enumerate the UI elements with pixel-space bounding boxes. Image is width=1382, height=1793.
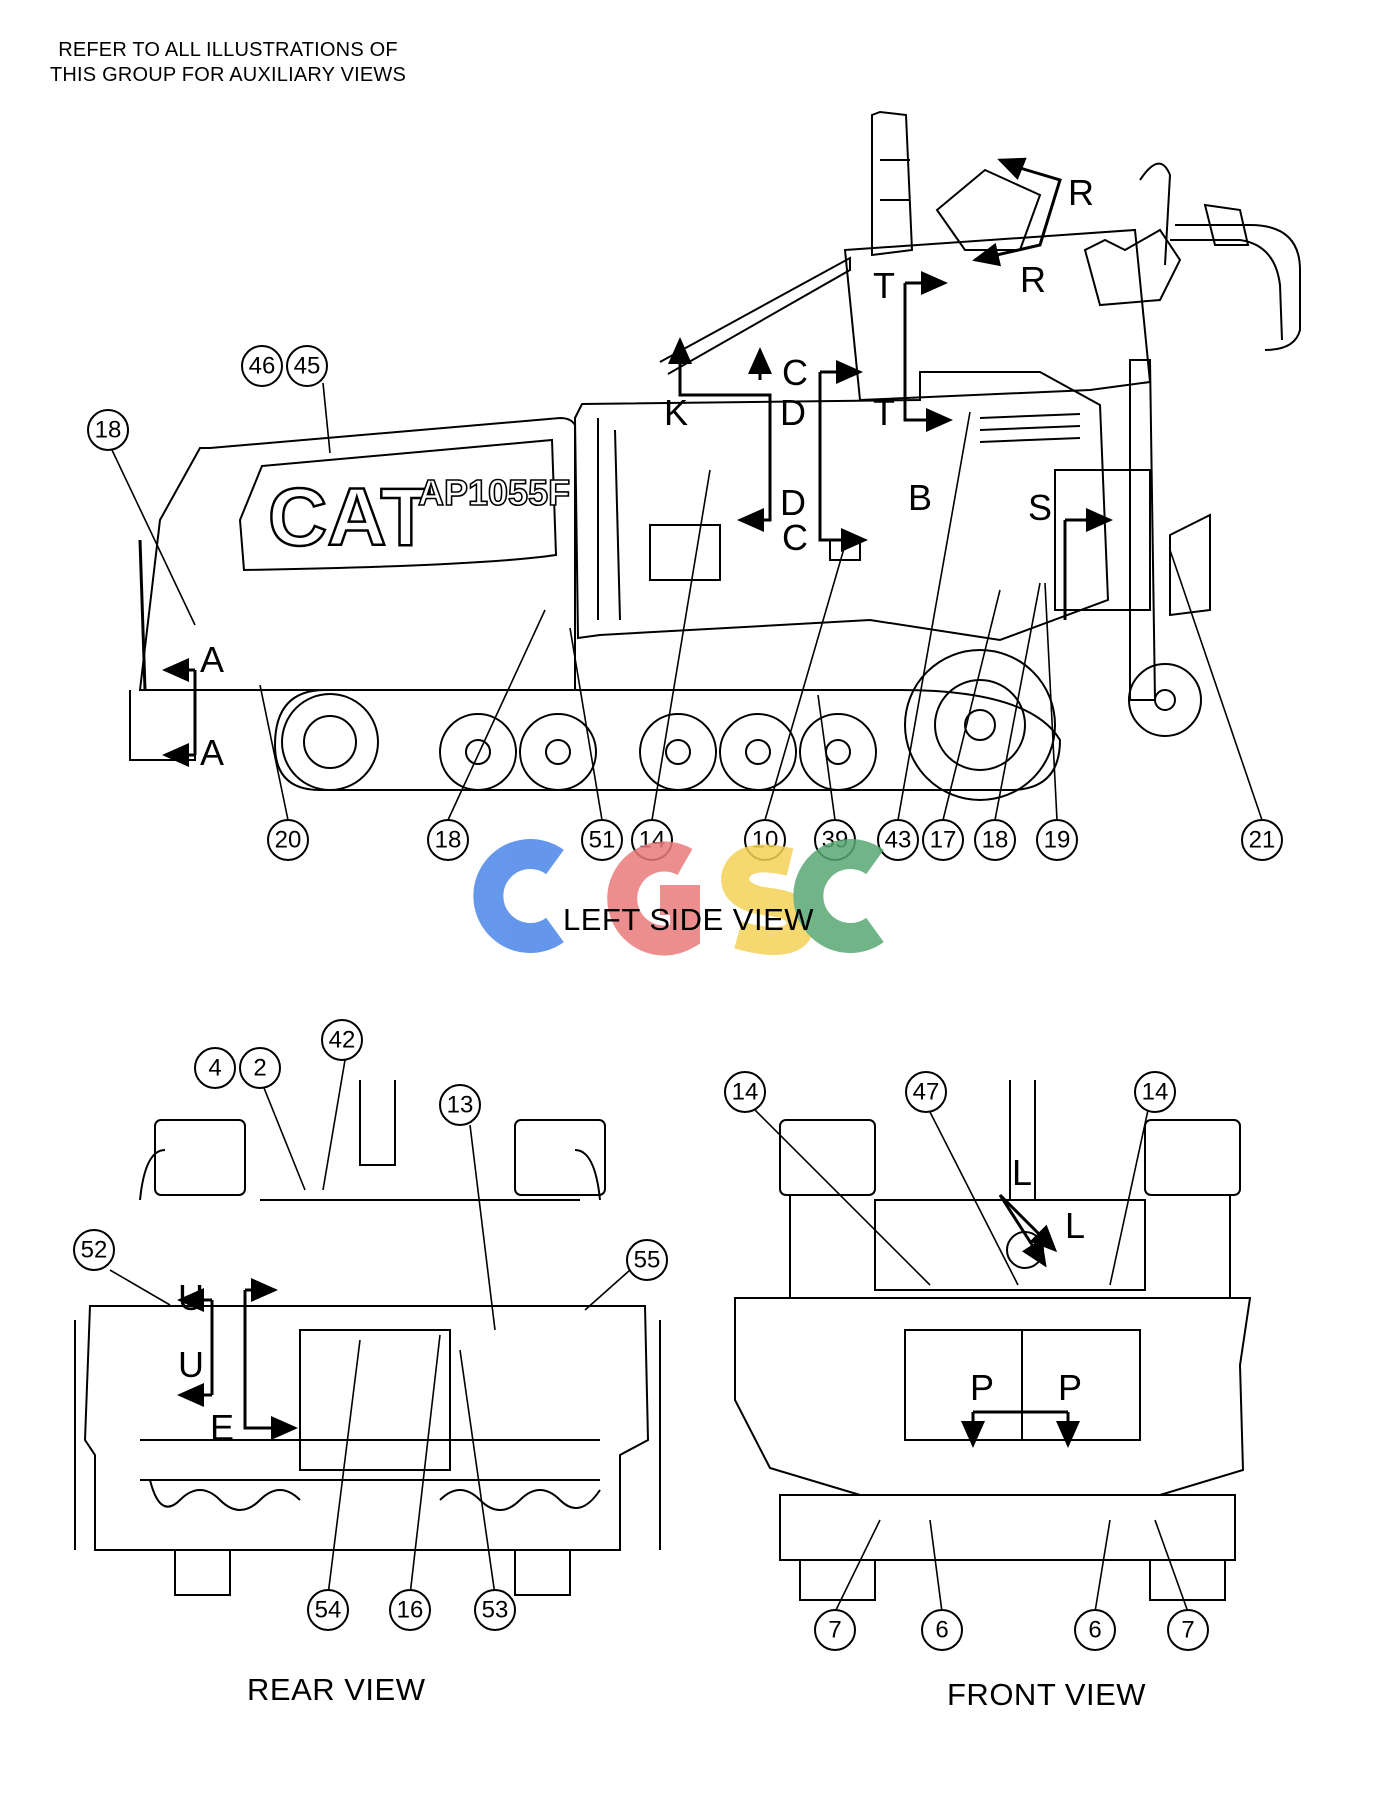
callout-number: 43 (885, 827, 912, 854)
section-marker-s: S (1028, 487, 1052, 528)
model-decal-text: AP1055F (418, 472, 570, 513)
rear-leader-lines (109, 1059, 631, 1596)
section-marker-a: A (200, 639, 224, 680)
callout-number: 20 (275, 827, 302, 854)
section-marker-e: E (210, 1407, 234, 1448)
callout-number: 21 (1249, 827, 1276, 854)
canopy-post (871, 110, 914, 257)
section-marker-c: C (782, 517, 808, 558)
watermark-logo (473, 839, 884, 956)
section-marker-a: A (200, 732, 224, 773)
callout-number: 45 (294, 353, 321, 380)
section-marker-d: D (780, 482, 806, 523)
front-idler (281, 693, 379, 791)
callout-number: 2 (253, 1055, 266, 1082)
auxiliary-views-note: REFER TO ALL ILLUSTRATIONS OF THIS GROUP… (28, 38, 428, 88)
note-line-1: REFER TO ALL ILLUSTRATIONS OF (58, 39, 398, 61)
section-marker-t: T (873, 265, 895, 306)
section-marker-l: L (1065, 1205, 1085, 1246)
callout-number: 18 (982, 827, 1009, 854)
section-marker-t: T (873, 392, 895, 433)
callout-number: 14 (732, 1079, 759, 1106)
brand-decal: CAT AP1055F (267, 471, 571, 565)
section-marker-c: C (782, 352, 808, 393)
section-marker-r: R (1020, 259, 1046, 300)
callout-number: 19 (1044, 827, 1071, 854)
brand-logo-text: CAT (268, 472, 430, 563)
front-view-drawing (734, 1080, 1252, 1601)
callout-number: 53 (482, 1597, 509, 1624)
callout-number: 18 (95, 417, 122, 444)
front-callout-numbers: 14 47 14 7 6 6 7 (732, 1079, 1195, 1644)
rear-view-drawing (74, 1080, 661, 1596)
section-marker-u: U (178, 1277, 204, 1318)
front-leader-lines (754, 1109, 1189, 1613)
rear-section-markers: U U E (178, 1277, 234, 1448)
callout-number: 18 (435, 827, 462, 854)
callout-number: 47 (913, 1079, 940, 1106)
crawler-track (273, 689, 1062, 791)
section-marker-k: K (664, 392, 688, 433)
front-section-markers: L L P P (970, 1152, 1085, 1408)
callout-number: 6 (1088, 1617, 1101, 1644)
section-marker-d: D (780, 392, 806, 433)
callout-number: 46 (249, 353, 276, 380)
front-callouts (724, 1071, 1209, 1651)
operator-seat (1083, 228, 1182, 307)
callout-number: 42 (329, 1027, 356, 1054)
left-side-leader-lines (111, 382, 1263, 821)
hopper-outline (138, 416, 576, 691)
section-marker-b: B (908, 477, 932, 518)
drive-sprocket (904, 649, 1056, 801)
section-marker-r: R (1068, 172, 1094, 213)
callout-number: 13 (447, 1092, 474, 1119)
callout-number: 16 (397, 1597, 424, 1624)
left-side-view-drawing (129, 110, 1301, 801)
front-view-title: FRONT VIEW (947, 1677, 1147, 1712)
section-marker-l: L (1012, 1152, 1032, 1193)
rear-callout-numbers: 4 2 42 13 52 55 54 16 53 (81, 1027, 661, 1624)
section-marker-p: P (1058, 1367, 1082, 1408)
callout-number: 51 (589, 827, 616, 854)
screed-wheel (1128, 663, 1202, 737)
callout-number: 7 (828, 1617, 841, 1644)
rear-callouts (73, 1019, 668, 1631)
rear-main-frame (83, 1305, 650, 1551)
left-side-section-lines (165, 157, 1110, 767)
callout-number: 52 (81, 1237, 108, 1264)
section-marker-u: U (178, 1344, 204, 1385)
note-line-2: THIS GROUP FOR AUXILIARY VIEWS (49, 64, 407, 86)
callout-number: 17 (930, 827, 957, 854)
rear-view-title: REAR VIEW (247, 1672, 426, 1707)
callout-number: 54 (315, 1597, 342, 1624)
callout-number: 4 (208, 1055, 221, 1082)
callout-number: 55 (634, 1247, 661, 1274)
section-marker-p: P (970, 1367, 994, 1408)
front-section-lines (961, 1193, 1080, 1448)
hopper-panel (238, 438, 558, 572)
callout-number: 7 (1181, 1617, 1194, 1644)
callout-number: 6 (935, 1617, 948, 1644)
rear-section-lines (177, 1278, 298, 1440)
callout-number: 14 (1142, 1079, 1169, 1106)
left-side-section-markers: R R T T C C K D D B S A A (200, 172, 1094, 773)
left-side-view-title: LEFT SIDE VIEW (563, 902, 815, 937)
